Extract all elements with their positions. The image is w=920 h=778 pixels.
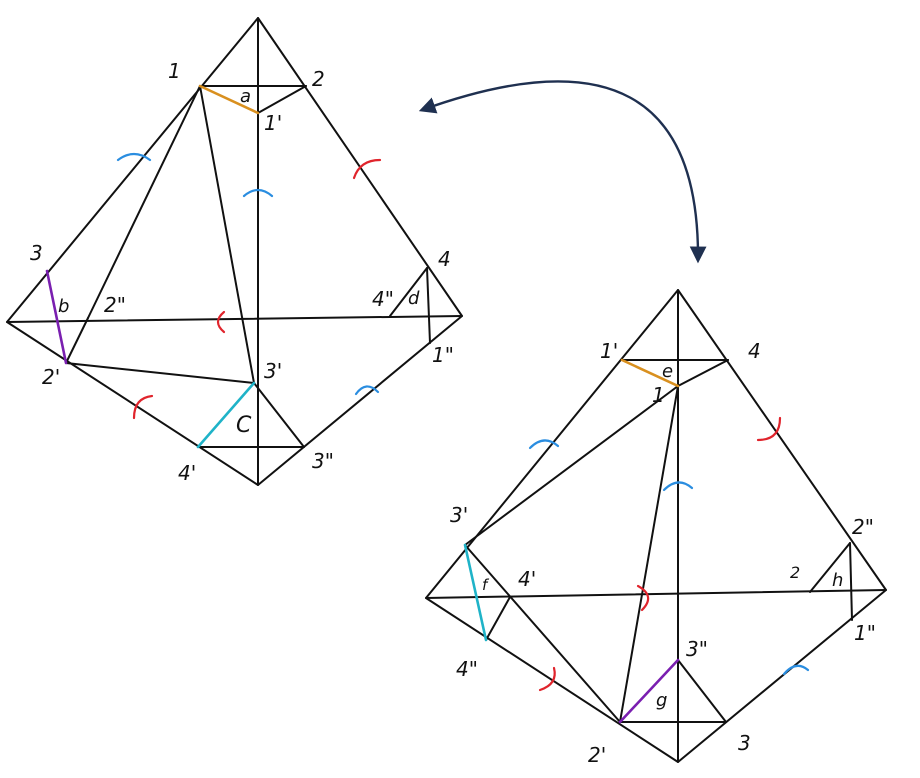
left-vertex-label: 1" [432, 343, 454, 367]
right-vertex-label: 4" [456, 657, 478, 681]
left-face-label: d [408, 288, 420, 309]
left-vertex-label: 4' [178, 461, 196, 485]
right-red-marker [538, 666, 556, 692]
right-blue-marker [662, 481, 694, 492]
right-face-label: f [482, 576, 490, 594]
right-red-marker [756, 416, 782, 442]
right-blue-marker [528, 439, 560, 450]
left-vertex-label: 1' [264, 111, 282, 135]
left-vertex-label: 3' [264, 359, 282, 383]
right-vertex-label: 3' [450, 503, 468, 527]
right-face-label: e [662, 361, 673, 382]
left-cyan-edge [196, 381, 256, 449]
left-vertex-label: 2 [312, 67, 325, 91]
left-red-marker [352, 158, 382, 180]
right-vertex-label: 4 [748, 339, 761, 363]
right-net: 1' 4 1 3' 4' 2 2" 4" 1" 3" 2' 3 e f h g [425, 289, 887, 767]
right-face-label: h [832, 570, 843, 591]
right-vertex-label: 2' [588, 743, 606, 767]
right-orange-edge [620, 358, 680, 388]
left-blue-marker [354, 385, 380, 396]
right-vertex-label: 3 [738, 731, 751, 755]
right-vertex-label: 2 [790, 563, 800, 582]
left-vertex-label: 2' [42, 365, 60, 389]
left-blue-marker [116, 152, 152, 162]
right-vertex-label: 4' [518, 567, 536, 591]
right-net-lines [425, 289, 887, 763]
right-vertex-label: 3" [686, 637, 708, 661]
right-cyan-edge [463, 543, 488, 642]
right-purple-edge [618, 658, 680, 724]
swap-arrow [418, 80, 707, 264]
left-vertex-label: 4" [372, 287, 394, 311]
left-red-marker [132, 394, 154, 420]
right-red-marker [636, 584, 650, 612]
right-blue-marker [782, 664, 810, 676]
left-vertex-label: 4 [438, 247, 451, 271]
left-orange-edge [198, 84, 260, 115]
left-face-label: a [240, 86, 251, 107]
left-vertex-label: 3" [312, 449, 334, 473]
left-vertex-label: 3 [30, 241, 43, 265]
left-face-label: C [236, 413, 252, 438]
right-vertex-label: 1" [854, 621, 876, 645]
left-net-lines [6, 17, 463, 486]
left-net: 1 2 1' 3 2" 4" 4 2' 3' 1" 4' 3" a b d C [6, 17, 463, 486]
right-face-label: g [656, 690, 667, 711]
left-face-label: b [58, 296, 69, 317]
left-red-marker [216, 310, 226, 334]
left-vertex-label: 2" [104, 293, 126, 317]
left-vertex-label: 1 [168, 59, 181, 83]
right-vertex-label: 1' [600, 339, 618, 363]
right-vertex-label: 1 [652, 383, 665, 407]
left-blue-marker [242, 188, 274, 198]
left-purple-edge [45, 269, 68, 365]
right-vertex-label: 2" [852, 515, 874, 539]
